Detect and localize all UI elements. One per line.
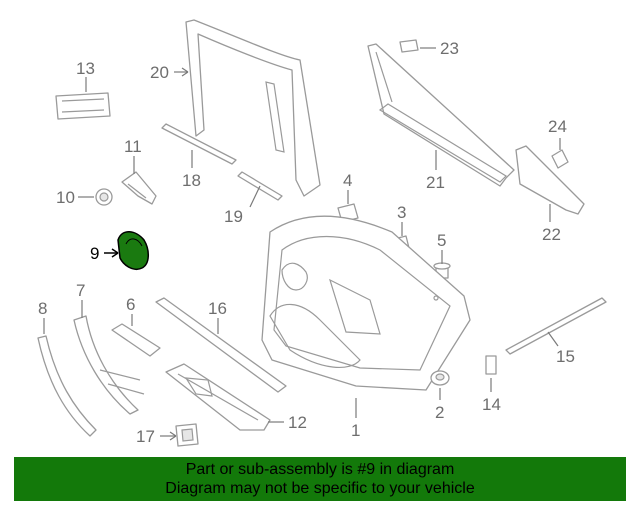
part-15[interactable]: [505, 297, 607, 355]
part-20[interactable]: [185, 19, 321, 197]
banner-line-part: Part or sub-assembly is #9 in diagram: [185, 461, 455, 478]
callout-19: 19: [224, 207, 243, 226]
part-2[interactable]: [430, 370, 450, 386]
callout-18: 18: [182, 171, 201, 190]
callout-3: 3: [397, 203, 406, 222]
part-14[interactable]: [485, 355, 497, 375]
callout-14: 14: [482, 395, 501, 414]
part-8[interactable]: [37, 335, 97, 437]
callout-22: 22: [542, 225, 561, 244]
part-13[interactable]: [55, 92, 111, 120]
part-22[interactable]: [515, 145, 585, 215]
callout-7: 7: [76, 281, 85, 300]
callout-11: 11: [124, 137, 142, 156]
callout-16: 16: [208, 299, 227, 318]
part-6[interactable]: [111, 323, 161, 357]
callout-20: 20: [150, 63, 169, 82]
callout-10: 10: [56, 188, 75, 207]
part-18[interactable]: [161, 123, 237, 165]
callout-5: 5: [437, 231, 446, 250]
callout-17: 17: [136, 427, 155, 446]
callout-9-highlighted: 9: [90, 244, 99, 263]
part-7[interactable]: [73, 315, 145, 415]
callout-24: 24: [548, 117, 567, 136]
part-17[interactable]: [175, 423, 199, 447]
callout-8: 8: [38, 299, 47, 318]
callout-13: 13: [76, 59, 95, 78]
parts-diagram: 13 20 23 11 18 21 24 10 4 19 3 22 9 5 7 …: [37, 19, 607, 447]
callout-23: 23: [440, 39, 459, 58]
part-23[interactable]: [399, 39, 419, 53]
part-24[interactable]: [551, 149, 569, 169]
callout-12: 12: [288, 413, 307, 432]
callout-2: 2: [435, 403, 444, 422]
part-12[interactable]: [165, 363, 271, 431]
callout-15: 15: [556, 347, 575, 366]
part-9-highlighted[interactable]: [117, 231, 149, 270]
part-1-door-panel[interactable]: [261, 215, 471, 391]
callout-4: 4: [343, 171, 352, 190]
part-10[interactable]: [95, 188, 113, 206]
banner-line-disclaimer: Diagram may not be specific to your vehi…: [165, 480, 475, 497]
part-11[interactable]: [121, 171, 157, 205]
callout-6: 6: [126, 295, 135, 314]
part-21[interactable]: [367, 43, 515, 187]
callout-1: 1: [351, 421, 360, 440]
part-info-banner: Part or sub-assembly is #9 in diagram Di…: [14, 457, 626, 501]
part-16[interactable]: [155, 297, 287, 393]
callout-21: 21: [426, 173, 445, 192]
